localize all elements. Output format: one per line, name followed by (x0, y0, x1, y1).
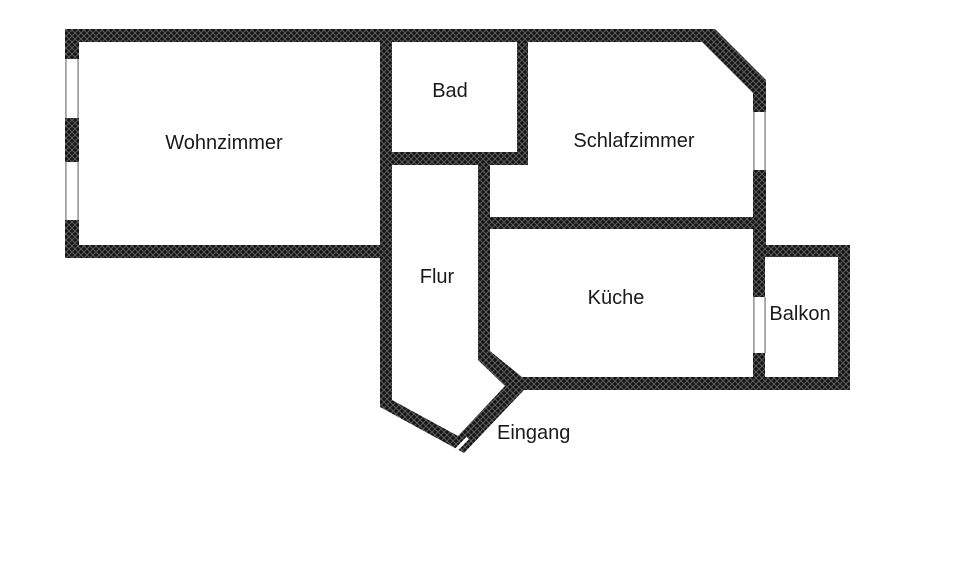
room-area-kueche (490, 229, 753, 377)
room-area-bad (392, 42, 517, 152)
window-left-upper-icon (65, 59, 79, 118)
room-label-wohnzimmer: Wohnzimmer (165, 132, 283, 154)
room-label-balkon: Balkon (769, 303, 831, 325)
room-label-schlafzimmer: Schlafzimmer (573, 130, 695, 152)
room-area-balkon (765, 257, 838, 377)
entrance-door-opening (451, 436, 469, 455)
window-schlafzimmer-icon (753, 112, 766, 170)
room-label-kueche: Küche (587, 287, 645, 309)
room-area-schlafzimmer (490, 42, 753, 217)
room-label-flur: Flur (419, 266, 455, 288)
balcony-door-opening-icon (753, 297, 766, 353)
room-area-flur (392, 165, 505, 436)
window-left-lower-icon (65, 162, 79, 220)
room-label-bad: Bad (432, 80, 468, 102)
entrance-label: Eingang (497, 422, 571, 444)
room-area-wohnzimmer (79, 42, 380, 245)
